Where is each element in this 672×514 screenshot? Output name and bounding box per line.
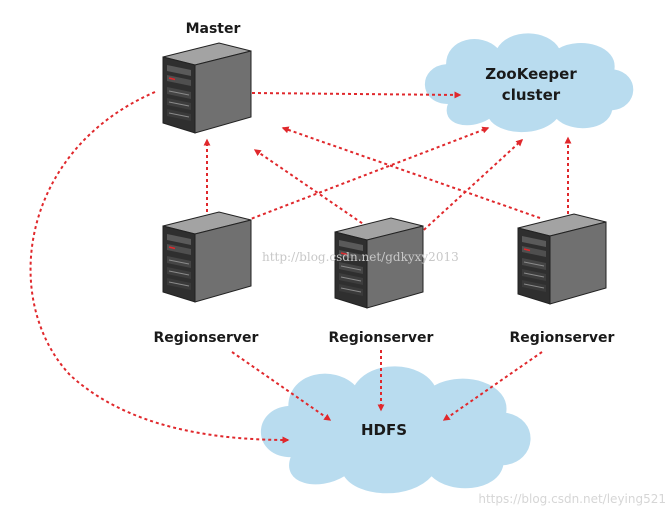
arrow-rs2-to-master [253,149,373,231]
arrow-master-to-hdfs [29,91,290,444]
zookeeper-label-line1: ZooKeeper [485,65,577,83]
regionserver-1-label: Regionserver [154,330,259,346]
regionserver-1-icon [162,211,252,303]
arrow-master-to-zookeeper [251,91,462,99]
regionserver-3-icon [517,213,607,305]
arrow-rs3-to-hdfs [442,351,543,421]
watermark-bottom-right: https://blog.csdn.net/leying521 [478,492,666,506]
arrow-rs3-to-master [281,126,541,219]
master-server-icon [162,42,252,134]
connection-arrows [29,91,572,444]
master-label: Master [186,21,241,37]
zookeeper-label-line2: cluster [502,86,561,104]
arrow-rs1-to-hdfs [231,351,332,421]
arrow-rs1-to-zookeeper [234,126,490,226]
watermark-center: http://blog.csdn.net/gdkyxy2013 [262,250,459,264]
hdfs-label: HDFS [361,421,407,439]
arrow-rs2-to-zookeeper [414,139,524,239]
regionserver-3-label: Regionserver [510,330,615,346]
regionserver-2-label: Regionserver [329,330,434,346]
